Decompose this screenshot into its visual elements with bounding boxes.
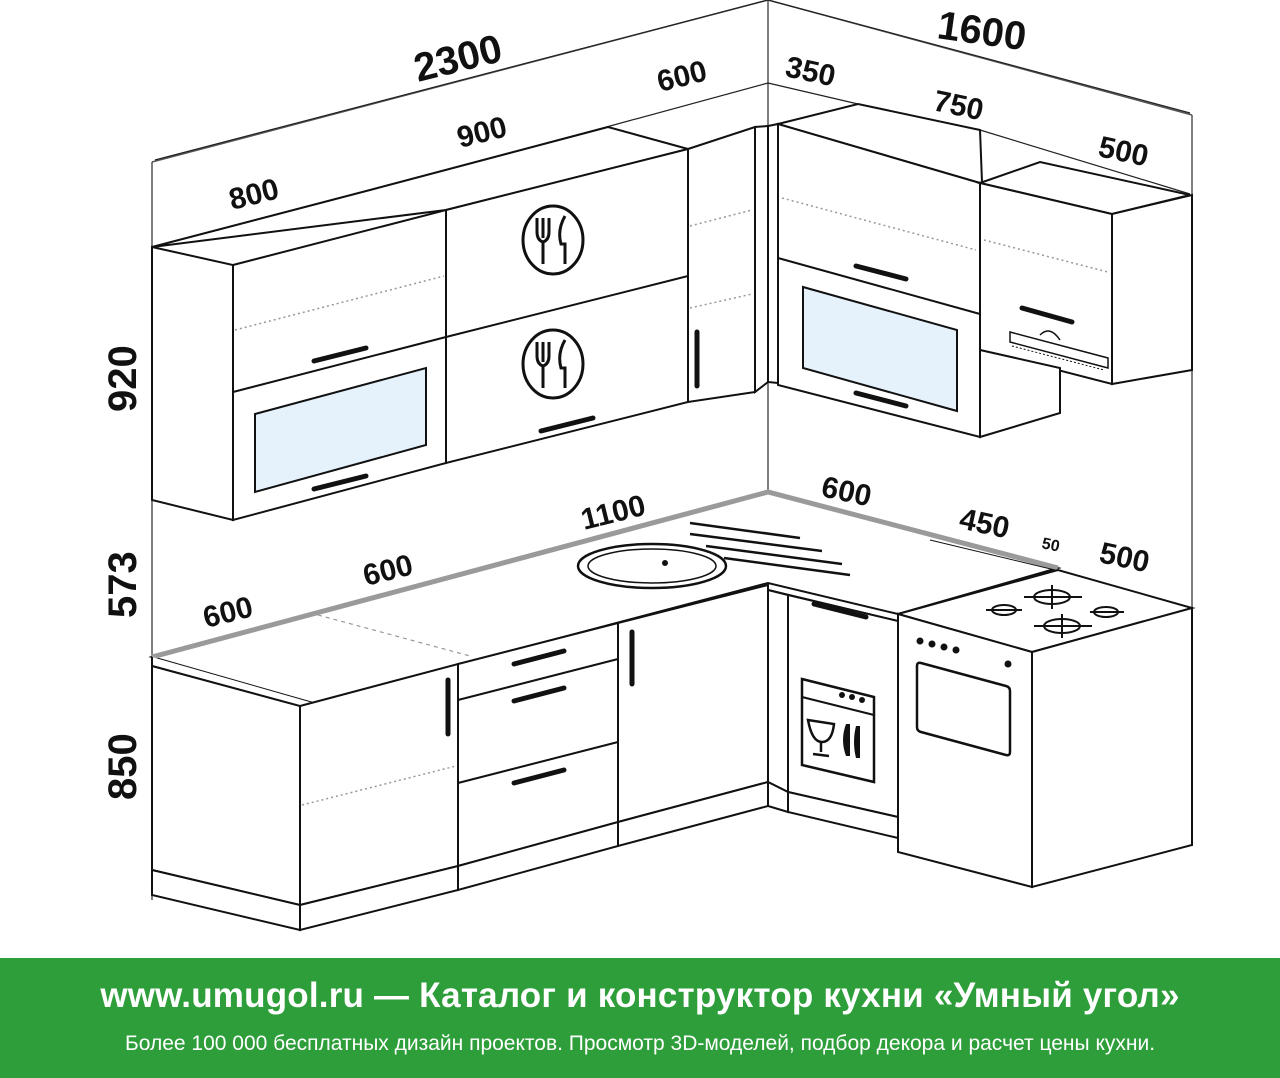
dim-1600: 1600 xyxy=(935,3,1029,59)
dim-450: 450 xyxy=(957,503,1013,546)
dim-50: 50 xyxy=(1040,535,1061,555)
dim-500-upper: 500 xyxy=(1096,131,1152,174)
range-hood-icon xyxy=(979,330,1109,439)
dimension-lines xyxy=(154,0,1191,195)
dim-350: 350 xyxy=(783,51,839,94)
dim-573: 573 xyxy=(101,551,145,618)
countertop xyxy=(148,489,1062,712)
dim-850: 850 xyxy=(101,733,145,800)
decor-lines-upper-right xyxy=(781,197,1109,273)
dim-920: 920 xyxy=(101,345,145,412)
kitchen-diagram: 2300 1600 800 900 600 350 750 500 920 57… xyxy=(101,0,1196,932)
sink-icon xyxy=(576,521,851,590)
dim-600-upper: 600 xyxy=(654,55,711,99)
fork-knife-plate-icon xyxy=(521,204,585,276)
glass-panel-right xyxy=(802,285,958,413)
dim-500-counter: 500 xyxy=(1097,537,1153,580)
handle-dishwasher xyxy=(811,601,869,620)
dim-600-counter-a: 600 xyxy=(200,591,257,635)
kitchen-drawing: 2300 1600 800 900 600 350 750 500 920 57… xyxy=(101,0,1196,932)
gas-burner-icon xyxy=(986,585,1124,638)
promo-banner: www.umugol.ru — Каталог и конструктор ку… xyxy=(0,958,1280,1078)
banner-subtitle: Более 100 000 бесплатных дизайн проектов… xyxy=(124,1032,1156,1055)
glass-panel-left xyxy=(254,366,427,494)
fork-knife-plate-icon xyxy=(521,328,585,400)
decor-lines-corner xyxy=(689,209,753,309)
handles-base-left xyxy=(445,629,635,786)
base-cabinets-left xyxy=(151,583,769,932)
dim-800: 800 xyxy=(226,173,283,217)
dim-900: 900 xyxy=(454,111,511,155)
dim-2300: 2300 xyxy=(410,27,507,91)
banner-title[interactable]: www.umugol.ru — Каталог и конструктор ку… xyxy=(100,976,1180,1015)
upper-corner-cabinet xyxy=(687,122,779,404)
dishwasher-glass-icon xyxy=(800,677,876,784)
handles-upper-right xyxy=(853,263,1075,409)
oven-window xyxy=(915,661,1012,757)
stove-knobs xyxy=(916,637,1012,668)
decor-line-base xyxy=(301,765,457,806)
handles-upper-left xyxy=(311,345,596,492)
